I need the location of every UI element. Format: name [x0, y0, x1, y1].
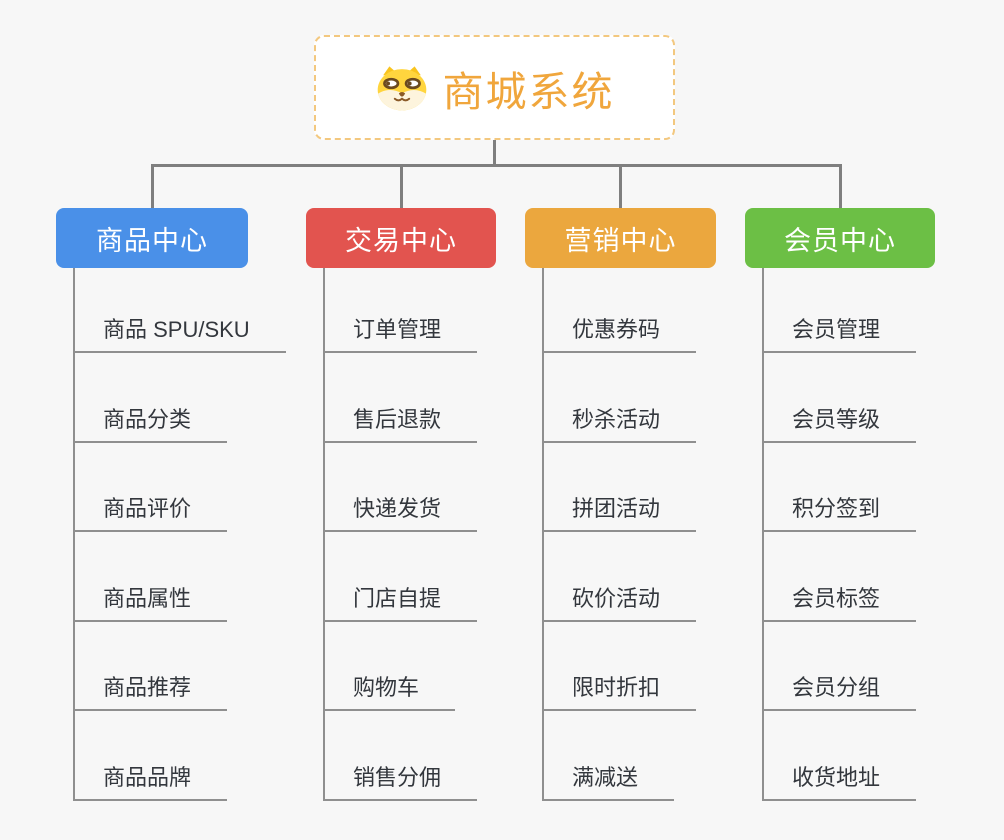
root-title: 商城系统 — [442, 68, 615, 115]
leaf-node[interactable]: 购物车 — [323, 669, 456, 711]
connector-root-stem — [493, 140, 496, 164]
leaf-node[interactable]: 商品推荐 — [73, 669, 228, 711]
leaf-node[interactable]: 会员分组 — [762, 669, 917, 711]
leaf-node[interactable]: 商品属性 — [73, 580, 228, 622]
root-node[interactable]: 商城系统 — [314, 35, 675, 140]
leaf-node[interactable]: 优惠券码 — [542, 311, 697, 353]
leaf-node[interactable]: 售后退款 — [323, 401, 478, 443]
leaf-node[interactable]: 砍价活动 — [542, 580, 697, 622]
connector-branch-stem — [838, 164, 842, 208]
leaf-node[interactable]: 订单管理 — [323, 311, 478, 353]
leaf-node[interactable]: 拼团活动 — [542, 490, 697, 532]
branch-node[interactable]: 会员中心 — [745, 208, 935, 268]
branch-label: 交易中心 — [345, 225, 457, 256]
leaf-node[interactable]: 限时折扣 — [542, 669, 697, 711]
branch-node[interactable]: 营销中心 — [525, 208, 716, 268]
connector-branch-stem — [150, 164, 154, 208]
leaf-node[interactable]: 快递发货 — [323, 490, 478, 532]
leaf-node[interactable]: 会员管理 — [762, 311, 917, 353]
leaf-node[interactable]: 秒杀活动 — [542, 401, 697, 443]
branch-label: 商品中心 — [96, 225, 208, 256]
leaf-node[interactable]: 门店自提 — [323, 580, 478, 622]
branch-node[interactable]: 交易中心 — [306, 208, 496, 268]
branch-spine-line — [323, 268, 325, 801]
branch-node[interactable]: 商品中心 — [56, 208, 248, 268]
leaf-node[interactable]: 会员标签 — [762, 580, 917, 622]
leaf-node[interactable]: 销售分佣 — [323, 759, 478, 801]
leaf-node[interactable]: 商品品牌 — [73, 759, 228, 801]
leaf-node[interactable]: 会员等级 — [762, 401, 917, 443]
branch-spine-line — [73, 268, 75, 801]
branch-label: 会员中心 — [784, 225, 896, 256]
leaf-node[interactable]: 商品评价 — [73, 490, 228, 532]
connector-horizontal-line — [151, 164, 841, 167]
connector-branch-stem — [619, 164, 622, 208]
leaf-node[interactable]: 收货地址 — [762, 759, 917, 801]
leaf-node[interactable]: 商品分类 — [73, 401, 228, 443]
connector-branch-stem — [399, 164, 403, 208]
branch-label: 营销中心 — [564, 225, 677, 256]
branch-spine-line — [762, 268, 764, 801]
leaf-node[interactable]: 积分签到 — [762, 490, 917, 532]
leaf-node[interactable]: 商品 SPU/SKU — [73, 311, 286, 353]
branch-spine-line — [542, 268, 544, 801]
doge-icon — [375, 64, 429, 112]
leaf-node[interactable]: 满减送 — [542, 759, 675, 801]
